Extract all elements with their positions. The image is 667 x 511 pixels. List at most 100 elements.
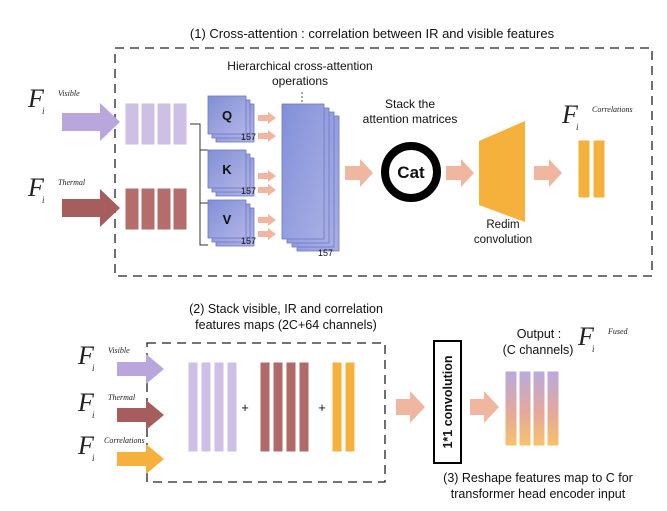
attention-index: 157 [318,248,333,258]
f-visible-symbol-2: F i Visible [77,341,130,373]
qkv-k-index: 157 [241,186,256,196]
visible-feature-map [124,102,188,146]
correlation-feature-map [577,139,606,199]
thermal-input-arrow-2 [117,400,164,430]
qkv-arrow-2 [258,130,276,142]
qkv-q-label: Q [222,108,232,123]
visible-map-2-stripe-2 [200,361,212,453]
f-fused-symbol: F i Fused [577,322,629,354]
section2-title-2: features maps (2C+64 channels) [195,318,377,332]
stack-label-1: Stack the [385,97,435,111]
qkv-arrow-5 [258,214,276,226]
correlation-input-arrow-2 [117,444,164,474]
bracket-connector [190,123,210,246]
output-label-2: (C channels) [503,343,574,357]
plus-sign-1: + [241,400,249,415]
qkv-v-index: 157 [241,236,256,246]
thermal-map-stripe-3 [156,187,172,231]
qkv-to-stack-arrows [258,112,276,240]
fused-output-feature-map [504,370,560,447]
stack-to-cat-arrow [345,159,373,187]
output-label-1: Output : [517,327,561,341]
visible-map-2-stripe-4 [226,361,238,453]
f-correlations-symbol-1: F i Correlations [561,100,633,132]
attention-stack: 157 [281,103,340,258]
svg-text:Visible: Visible [108,346,130,355]
thermal-map-stripe-1 [124,187,140,231]
cat-circle [381,142,441,202]
reshape-label-1: (3) Reshape features map to C for [443,471,633,485]
correlation-map-2-stripe-1 [331,361,343,453]
visible-input-arrow-2 [117,354,164,384]
one-by-one-conv-label: 1*1 convolution [441,355,455,448]
qkv-arrow-4 [258,184,276,196]
svg-text:i: i [92,453,95,463]
thermal-map-stripe-4 [172,187,188,231]
qkv-k-label: K [222,162,232,177]
svg-text:F: F [577,322,595,351]
section2-dashed-frame [146,342,386,483]
one-by-one-conv-box [433,340,462,464]
svg-text:Thermal: Thermal [58,178,86,187]
stack-to-conv-arrow [396,391,425,423]
f-thermal-symbol-1: F i Thermal [27,173,86,205]
thermal-map-2-stripe-2 [272,361,284,453]
redim-to-correlation-arrow [534,159,562,187]
stack-label-2: attention matrices [363,112,458,126]
svg-text:i: i [576,122,579,132]
reshape-label-2: transformer head encoder input [451,487,626,501]
qkv-k-layer-1 [207,149,247,189]
svg-text:i: i [92,363,95,373]
qkv-arrow-3 [258,170,276,182]
thermal-feature-map-2 [259,361,310,453]
svg-text:F: F [77,431,95,460]
redim-label-1: Redim [486,219,519,231]
thermal-map-2-stripe-4 [298,361,310,453]
f-thermal-symbol-2: F i Thermal [77,388,136,420]
correlation-map-2-stripe-2 [344,361,356,453]
fused-map-stripe-4 [546,370,560,447]
conv-to-output-arrow [470,391,499,423]
attention-layer-1 [281,103,325,240]
visible-map-2-stripe-3 [213,361,225,453]
svg-text:i: i [42,106,45,116]
f-correlations-symbol-2: F i Correlations [77,431,145,463]
thermal-map-2-stripe-1 [259,361,271,453]
svg-text:i: i [592,344,595,354]
qkv-arrow-6 [258,228,276,240]
f-visible-symbol-1: F i Visible [27,84,80,116]
qkv-v-label: V [223,212,232,227]
thermal-map-2-stripe-3 [285,361,297,453]
thermal-map-stripe-2 [140,187,156,231]
svg-text:F: F [27,84,45,113]
visible-map-stripe-1 [124,102,140,146]
redim-convolution-block [479,121,525,222]
correlation-map-stripe-1 [577,139,591,199]
qkv-arrow-1 [258,112,276,124]
correlation-map-stripe-2 [592,139,606,199]
svg-text:F: F [27,173,45,202]
section1-title: (1) Cross-attention : correlation betwee… [190,26,555,41]
section2-title-1: (2) Stack visible, IR and correlation [189,302,383,316]
fused-map-stripe-3 [532,370,546,447]
qkv-v-layer-1 [207,199,247,239]
svg-text:Visible: Visible [58,89,80,98]
hierarchical-label-2: operations [272,74,328,88]
redim-label-2: convolution [474,234,532,246]
visible-feature-map-2 [187,361,238,453]
visible-map-stripe-3 [156,102,172,146]
visible-input-arrow [62,103,120,141]
correlation-feature-map-2 [331,361,356,453]
svg-text:Correlations: Correlations [104,436,145,445]
section1-dashed-frame [114,47,653,277]
thermal-input-arrow [62,189,120,227]
svg-text:Fused: Fused [607,327,629,336]
cat-label: Cat [397,163,425,182]
svg-text:F: F [77,388,95,417]
svg-text:i: i [42,195,45,205]
svg-text:F: F [561,100,579,129]
svg-text:F: F [77,341,95,370]
thermal-feature-map [124,187,188,231]
